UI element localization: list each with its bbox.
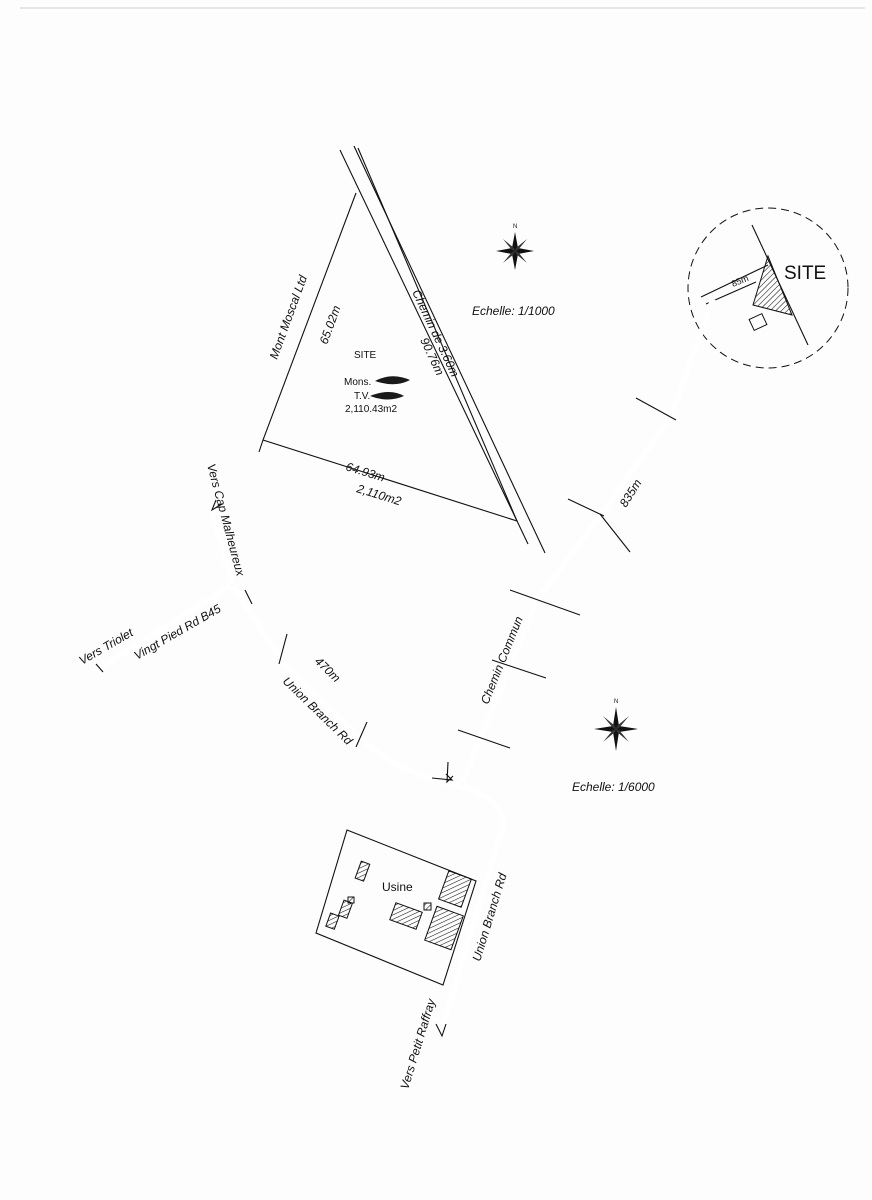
- arrow-cap-malheureux: [210, 499, 223, 512]
- label-vers-petit-raffray: Vers Petit Raffray: [397, 996, 438, 1091]
- crossroad-3: [509, 589, 581, 616]
- arrow-junction-east: [431, 773, 454, 781]
- label-union-branch-rd-west: Union Branch Rd: [280, 674, 356, 748]
- crossroad-4: [491, 659, 547, 679]
- label-vingt-pied-rd: Vingt Pied Rd B45: [132, 601, 224, 662]
- inset-access-top: [700, 264, 769, 298]
- label-tv-prefix: T.V.: [354, 391, 370, 402]
- inset-site-label: SITE: [784, 263, 826, 284]
- inset-site-parcel: [752, 254, 793, 316]
- location-roads: [95, 298, 716, 1038]
- redacted-tv-number: [370, 392, 404, 400]
- usine-building-lower: [424, 905, 464, 951]
- road-union-branch-west: [229, 583, 466, 790]
- north-arrow-2-icon: N: [594, 699, 638, 751]
- plot-plan: [258, 145, 546, 554]
- label-usine: Usine: [382, 880, 413, 894]
- usine-building-center: [389, 902, 423, 930]
- arrow-petit-raffray: [435, 1023, 447, 1038]
- inset-building: [748, 312, 768, 332]
- label-470m: 470m: [312, 654, 343, 685]
- label-plot-site: SITE: [354, 350, 377, 361]
- road-vingt-pied: [98, 582, 234, 671]
- usine-building-upper: [437, 870, 473, 908]
- arrow-triolet: [95, 663, 104, 673]
- label-scale-1000: Echelle: 1/1000: [472, 304, 555, 318]
- label-area-surveyed: 2,110.43m2: [345, 404, 398, 415]
- arrow-junction-south: [446, 761, 454, 784]
- label-bottom-area: 2,110m2: [354, 481, 403, 508]
- plot-boundary: [262, 147, 518, 522]
- crossroad-1: [635, 397, 677, 421]
- inset-circle: [687, 207, 849, 369]
- crossroad-5: [457, 729, 511, 749]
- usine-block: Usine: [315, 829, 477, 986]
- label-owner-prefix: Mons.: [344, 377, 371, 388]
- north-arrow-icon: N: [496, 224, 534, 270]
- road-union-branch-south: [439, 782, 507, 1029]
- road-edge-left: [339, 149, 529, 545]
- road-edge-right: [353, 145, 546, 554]
- usine-boundary: [315, 829, 477, 986]
- label-side-left-length: 65.02m: [317, 304, 344, 346]
- north-label: N: [513, 224, 517, 230]
- road-chemin-commun: [459, 298, 716, 785]
- label-scale-6000: Echelle: 1/6000: [572, 780, 655, 794]
- label-bottom-length: 64.93m: [344, 459, 386, 484]
- plot-labels: Mont Moscal Ltd 65.02m Chemin de 3.60m 9…: [267, 273, 555, 508]
- plot-boundary-extension: [258, 439, 264, 453]
- north-label-2: N: [614, 699, 618, 705]
- road-cap-malheureux: [209, 509, 235, 586]
- label-mont-moscal: Mont Moscal Ltd: [267, 273, 310, 361]
- redacted-owner-name: [375, 376, 410, 385]
- label-835m: 835m: [617, 477, 645, 510]
- crossroad-2: [599, 513, 631, 553]
- arrow-junction-west: [244, 589, 253, 605]
- site-inset: 85m SITE: [687, 207, 849, 369]
